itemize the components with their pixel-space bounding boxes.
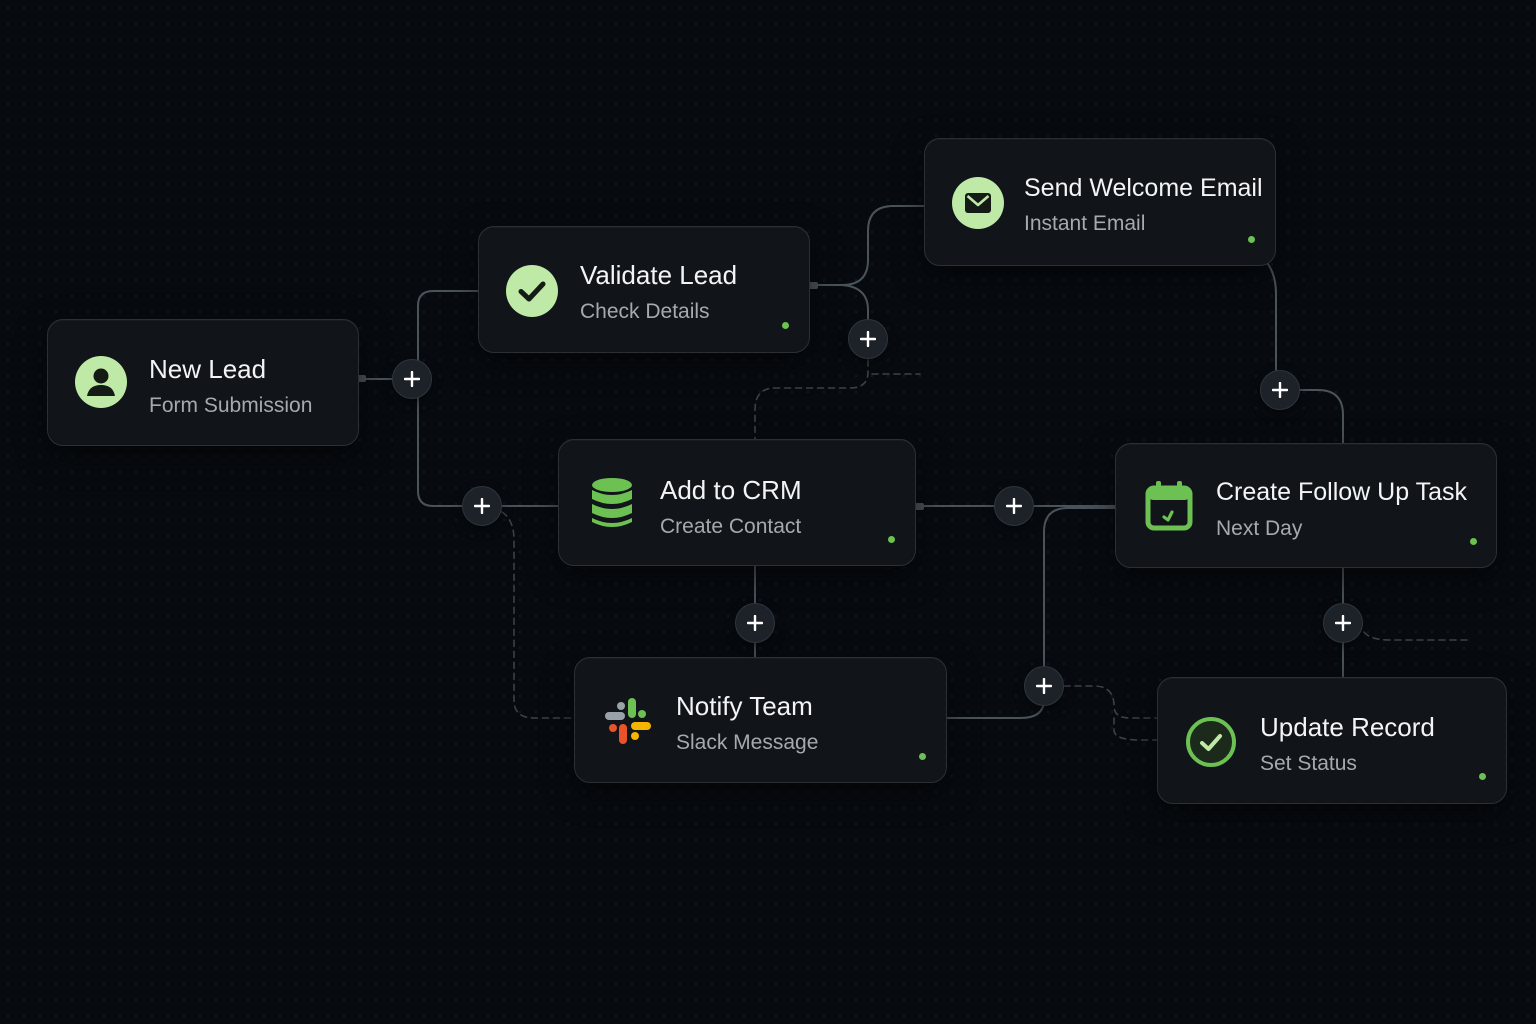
plus-icon bbox=[474, 498, 490, 514]
edge-validate-to-plus bbox=[841, 284, 869, 321]
add-step-button-after-create-follow-up-task[interactable] bbox=[1323, 603, 1363, 643]
node-add-to-crm[interactable]: Add to CRM Create Contact bbox=[558, 439, 916, 566]
node-title: Send Welcome Email bbox=[1024, 174, 1263, 202]
plus-icon bbox=[1335, 615, 1351, 631]
node-title: Add to CRM bbox=[660, 475, 802, 505]
node-title: Update Record bbox=[1260, 712, 1435, 742]
edge-dashed-follow-up-plus-tail bbox=[1363, 631, 1471, 641]
status-dot bbox=[782, 322, 789, 329]
node-subtitle: Instant Email bbox=[1024, 212, 1146, 235]
plus-icon bbox=[1272, 382, 1288, 398]
database-icon bbox=[584, 476, 640, 532]
edge-notify-out bbox=[946, 699, 1045, 719]
mail-icon bbox=[950, 175, 1006, 231]
node-title: Validate Lead bbox=[580, 260, 738, 290]
node-subtitle: Create Contact bbox=[660, 515, 802, 538]
node-send-welcome-email[interactable]: Send Welcome Email Instant Email bbox=[924, 138, 1276, 266]
node-notify-team[interactable]: Notify Team Slack Message bbox=[574, 657, 947, 783]
node-subtitle: Slack Message bbox=[676, 731, 819, 754]
node-title: Notify Team bbox=[676, 691, 813, 721]
status-dot bbox=[1248, 236, 1255, 243]
plus-icon bbox=[747, 615, 763, 631]
node-update-record[interactable]: Update Record Set Status bbox=[1157, 677, 1507, 804]
node-validate-lead[interactable]: Validate Lead Check Details bbox=[478, 226, 810, 353]
slack-icon bbox=[600, 693, 656, 749]
status-dot bbox=[1479, 773, 1486, 780]
plus-icon bbox=[404, 371, 420, 387]
edge-notify-plus-up bbox=[1043, 507, 1116, 667]
edge-dashed-crm-plus-to-notify bbox=[501, 511, 575, 719]
check-circle-icon bbox=[504, 263, 560, 319]
add-step-button-before-notify-team[interactable] bbox=[735, 603, 775, 643]
edge-email-plus-to-follow-up bbox=[1299, 389, 1344, 444]
status-dot bbox=[919, 753, 926, 760]
node-title: New Lead bbox=[149, 354, 267, 384]
plus-icon bbox=[1006, 498, 1022, 514]
plus-icon bbox=[1036, 678, 1052, 694]
edge-to-validate-lead bbox=[417, 290, 479, 361]
add-step-button-after-notify-team[interactable] bbox=[1024, 666, 1064, 706]
add-step-button-after-send-welcome-email[interactable] bbox=[1260, 370, 1300, 410]
add-step-button-after-add-to-crm[interactable] bbox=[994, 486, 1034, 526]
edge-email-down bbox=[1267, 263, 1277, 371]
edge-to-add-to-crm-branch bbox=[417, 397, 463, 507]
add-step-button-after-validate-lead[interactable] bbox=[848, 319, 888, 359]
node-subtitle: Check Details bbox=[580, 300, 710, 323]
add-step-button-before-add-to-crm[interactable] bbox=[462, 486, 502, 526]
user-icon bbox=[73, 354, 129, 410]
edge-to-send-welcome-email bbox=[809, 205, 925, 286]
node-new-lead[interactable]: New Lead Form Submission bbox=[47, 319, 359, 446]
status-dot bbox=[1470, 538, 1477, 545]
node-create-follow-up-task[interactable]: Create Follow Up Task Next Day bbox=[1115, 443, 1497, 568]
node-title: Create Follow Up Task bbox=[1216, 478, 1468, 506]
calendar-icon bbox=[1141, 478, 1197, 534]
add-step-button-after-new-lead[interactable] bbox=[392, 359, 432, 399]
status-dot bbox=[888, 536, 895, 543]
edge-dashed-validate-plus-to-crm bbox=[754, 359, 869, 440]
edge-dashed-update-entry bbox=[1113, 717, 1158, 741]
node-subtitle: Next Day bbox=[1216, 517, 1303, 540]
edge-dashed-notify-plus-to-update bbox=[1063, 685, 1158, 719]
plus-icon bbox=[860, 331, 876, 347]
check-circle-outline-icon bbox=[1183, 714, 1239, 770]
node-subtitle: Set Status bbox=[1260, 752, 1357, 775]
node-subtitle: Form Submission bbox=[149, 394, 313, 417]
